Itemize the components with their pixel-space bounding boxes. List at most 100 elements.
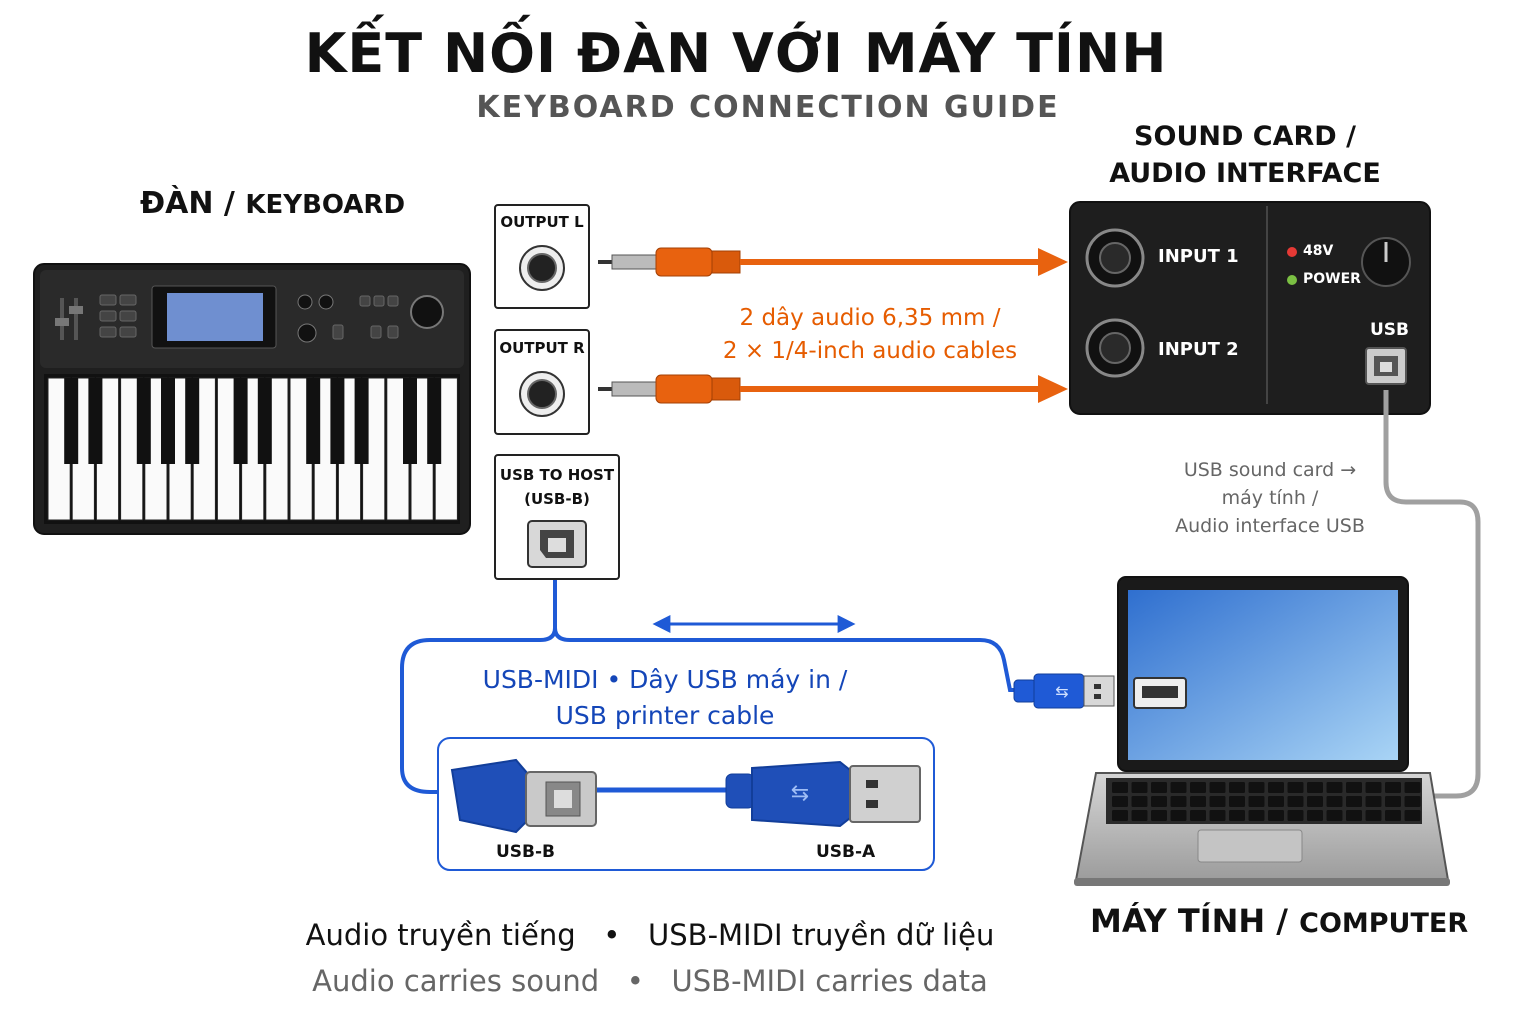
usb-midi-caption-line1: USB-MIDI • Dây USB máy in / <box>482 665 848 694</box>
laptop-key <box>1404 782 1421 793</box>
usb-a-end-label: USB-A <box>816 842 876 862</box>
laptop-key <box>1404 796 1421 807</box>
usb-a-plug-laptop: ⇆ <box>1013 673 1115 709</box>
sound-card-label-line2: AUDIO INTERFACE <box>1109 158 1381 189</box>
page-subtitle: KEYBOARD CONNECTION GUIDE <box>476 90 1060 125</box>
laptop-key <box>1268 810 1284 821</box>
phantom-48v-label: 48V <box>1303 243 1334 259</box>
laptop-key <box>1346 810 1362 821</box>
laptop-key <box>1151 782 1167 793</box>
audio-cables-caption-line1: 2 dây audio 6,35 mm / <box>739 305 1001 331</box>
usb-midi-caption-line2: USB printer cable <box>555 701 775 730</box>
laptop-key <box>1190 810 1206 821</box>
laptop-key <box>1248 810 1265 821</box>
laptop-key <box>1287 782 1304 793</box>
laptop-key <box>1385 796 1401 807</box>
black-key <box>427 378 442 464</box>
laptop-key <box>1229 796 1245 807</box>
laptop-key <box>1365 810 1382 821</box>
laptop-key <box>1112 796 1128 807</box>
computer-label-vi: MÁY TÍNH <box>1090 902 1266 940</box>
black-key <box>233 378 248 464</box>
keyboard-label-vi: ĐÀN <box>140 186 214 221</box>
laptop-key <box>1365 796 1382 807</box>
sound-card-label-line1: SOUND CARD / <box>1134 121 1356 152</box>
usb-soundcard-caption-line1: USB sound card → <box>1183 459 1357 481</box>
laptop-key <box>1131 810 1148 821</box>
footer-en-right: USB-MIDI carries data <box>671 964 988 998</box>
laptop-key <box>1131 782 1148 793</box>
laptop-key <box>1268 782 1284 793</box>
audio-cables-caption-line2: 2 × 1/4-inch audio cables <box>722 338 1018 364</box>
black-key <box>257 378 272 464</box>
black-key <box>88 378 103 464</box>
audio-cable-1 <box>598 247 1068 277</box>
laptop-key <box>1170 810 1187 821</box>
computer-label-sep: / <box>1276 902 1288 940</box>
audio-cables-caption: 2 dây audio 6,35 mm / 2 × 1/4-inch audio… <box>700 302 1040 368</box>
footer-english: Audio carries sound • USB-MIDI carries d… <box>200 964 1100 998</box>
usb-host-label: USB TO HOST (USB-B) <box>495 463 619 511</box>
input-2-label: INPUT 2 <box>1158 339 1239 360</box>
laptop-key <box>1229 810 1245 821</box>
usb-soundcard-caption: USB sound card → máy tính / Audio interf… <box>1150 456 1390 540</box>
footer-vi-left: Audio truyền tiếng <box>305 918 576 952</box>
laptop-illustration <box>1074 576 1450 886</box>
sound-card-illustration <box>1069 201 1431 415</box>
black-key <box>185 378 200 464</box>
power-label: POWER <box>1303 271 1361 287</box>
keyboard-label-sep: / <box>223 186 235 221</box>
laptop-key <box>1307 782 1323 793</box>
computer-label: MÁY TÍNH / COMPUTER <box>1090 902 1468 940</box>
laptop-key <box>1190 796 1206 807</box>
laptop-key <box>1307 810 1323 821</box>
usb-host-label-line1: USB TO HOST <box>499 466 615 484</box>
footer-vietnamese: Audio truyền tiếng • USB-MIDI truyền dữ … <box>200 918 1100 952</box>
laptop-key <box>1385 782 1401 793</box>
black-key <box>330 378 345 464</box>
svg-text:⇆: ⇆ <box>791 781 809 806</box>
laptop-key <box>1287 810 1304 821</box>
laptop-key <box>1190 782 1206 793</box>
usb-midi-caption: USB-MIDI • Dây USB máy in / USB printer … <box>455 662 875 734</box>
footer-vi-right: USB-MIDI truyền dữ liệu <box>648 918 995 952</box>
laptop-key <box>1151 810 1167 821</box>
svg-text:⇆: ⇆ <box>1055 682 1068 701</box>
laptop-key <box>1385 810 1401 821</box>
laptop-key <box>1326 782 1343 793</box>
laptop-key <box>1170 796 1187 807</box>
footer-vi-dot: • <box>603 918 621 952</box>
laptop-key <box>1248 796 1265 807</box>
keyboard-label-en: KEYBOARD <box>245 190 406 220</box>
black-key <box>354 378 369 464</box>
laptop-key <box>1209 782 1226 793</box>
output-l-port-box <box>494 204 590 309</box>
usb-soundcard-caption-line2: máy tính / <box>1221 487 1319 509</box>
laptop-key <box>1248 782 1265 793</box>
page-title: KẾT NỐI ĐÀN VỚI MÁY TÍNH <box>304 22 1168 85</box>
laptop-key <box>1151 796 1167 807</box>
laptop-key <box>1404 810 1421 821</box>
laptop-key <box>1209 810 1226 821</box>
usb-cable-detail-box: ⇆ <box>437 737 935 871</box>
usb-host-label-line2: (USB-B) <box>524 490 590 508</box>
output-l-label: OUTPUT L <box>500 213 584 231</box>
laptop-key <box>1307 796 1323 807</box>
computer-label-en: COMPUTER <box>1299 908 1469 939</box>
laptop-key <box>1209 796 1226 807</box>
output-r-port-box <box>494 329 590 435</box>
laptop-key <box>1346 796 1362 807</box>
usb-b-end-label: USB-B <box>496 842 556 862</box>
usb-to-host-port-box <box>494 454 620 580</box>
laptop-key <box>1131 796 1148 807</box>
black-key <box>306 378 321 464</box>
audio-cable-2 <box>598 374 1068 404</box>
black-key <box>161 378 175 464</box>
laptop-usb-port <box>1133 677 1187 709</box>
laptop-key <box>1326 796 1343 807</box>
laptop-key <box>1112 810 1128 821</box>
sound-card-label: SOUND CARD / AUDIO INTERFACE <box>1090 118 1400 192</box>
laptop-key <box>1365 782 1382 793</box>
black-key <box>136 378 151 464</box>
